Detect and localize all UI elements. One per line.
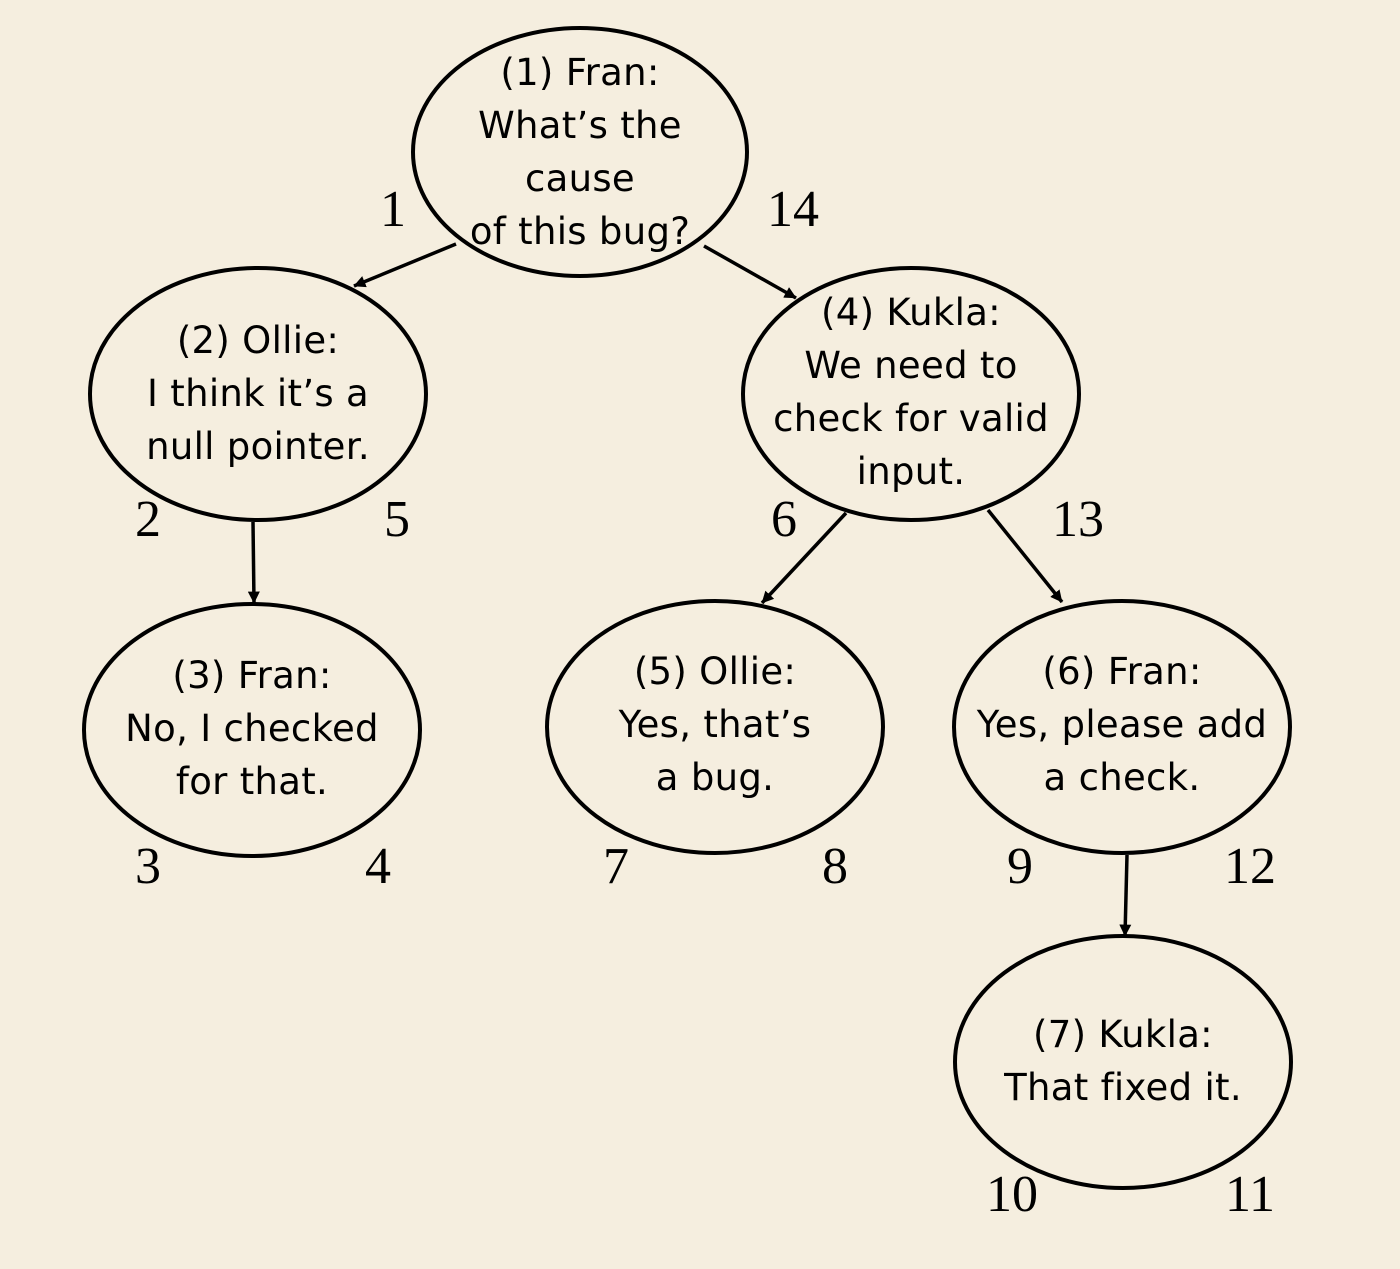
edge-1-2 (353, 242, 457, 288)
node-4-line: (4) Kukla: (821, 291, 1001, 334)
node-4: (4) Kukla: We need to check for valid in… (741, 266, 1081, 522)
node-5-left-number: 7 (603, 838, 629, 895)
node-6-line: (6) Fran: (1042, 650, 1201, 693)
node-5-line: a bug. (656, 756, 774, 799)
node-3-line: (3) Fran: (172, 654, 331, 697)
node-1-line: of this bug? (470, 210, 690, 253)
node-5-right-number: 8 (822, 838, 848, 895)
node-6-right-number: 12 (1224, 838, 1276, 895)
node-6-line: Yes, please add (976, 703, 1267, 746)
node-3-line: No, I checked (125, 707, 379, 750)
node-1-right-number: 14 (767, 181, 819, 238)
node-1-ellipse (411, 26, 749, 278)
node-7-line: That fixed it. (1003, 1066, 1242, 1109)
node-2-left-number: 2 (135, 491, 161, 548)
node-5-ellipse (545, 599, 885, 855)
node-6-line: a check. (1044, 756, 1201, 799)
node-4-line: We need to (804, 344, 1017, 387)
node-4-ellipse (741, 266, 1081, 522)
node-2-ellipse (88, 266, 428, 522)
traversal-numbers: 1 14 2 5 3 4 6 13 7 8 9 12 10 11 (135, 181, 1276, 1223)
node-2-line: null pointer. (146, 425, 370, 468)
node-6-left-number: 9 (1007, 838, 1033, 895)
node-1: (1) Fran: What’s the cause of this bug? (411, 26, 749, 278)
node-3-ellipse (82, 602, 422, 858)
node-4-left-number: 6 (771, 491, 797, 548)
node-1-line: (1) Fran: (500, 51, 659, 94)
node-1-line: What’s the (478, 104, 682, 147)
node-5-line: Yes, that’s (618, 703, 812, 746)
node-7: (7) Kukla: That fixed it. (953, 934, 1293, 1190)
node-5: (5) Ollie: Yes, that’s a bug. (545, 599, 885, 855)
node-4-line: input. (857, 450, 966, 493)
node-1-left-number: 1 (380, 181, 406, 238)
node-7-left-number: 10 (986, 1166, 1038, 1223)
node-3: (3) Fran: No, I checked for that. (82, 602, 422, 858)
node-7-line: (7) Kukla: (1033, 1013, 1213, 1056)
node-2: (2) Ollie: I think it’s a null pointer. (88, 266, 428, 522)
node-4-right-number: 13 (1052, 491, 1104, 548)
edge-4-5 (760, 511, 848, 605)
node-2-line: I think it’s a (147, 372, 369, 415)
node-3-line: for that. (176, 760, 328, 803)
node-3-left-number: 3 (135, 838, 161, 895)
node-7-ellipse (953, 934, 1293, 1190)
edge-4-6 (986, 508, 1064, 604)
node-7-right-number: 11 (1225, 1166, 1275, 1223)
node-3-right-number: 4 (365, 838, 391, 895)
node-6: (6) Fran: Yes, please add a check. (952, 599, 1292, 855)
edge-2-3 (247, 521, 260, 604)
edge-6-7 (1119, 854, 1132, 937)
edge-1-4 (703, 244, 797, 300)
edges (247, 242, 1132, 937)
node-5-line: (5) Ollie: (634, 650, 796, 693)
node-1-line: cause (525, 157, 635, 200)
node-6-ellipse (952, 599, 1292, 855)
node-2-right-number: 5 (384, 491, 410, 548)
node-2-line: (2) Ollie: (177, 319, 339, 362)
node-4-line: check for valid (773, 397, 1049, 440)
